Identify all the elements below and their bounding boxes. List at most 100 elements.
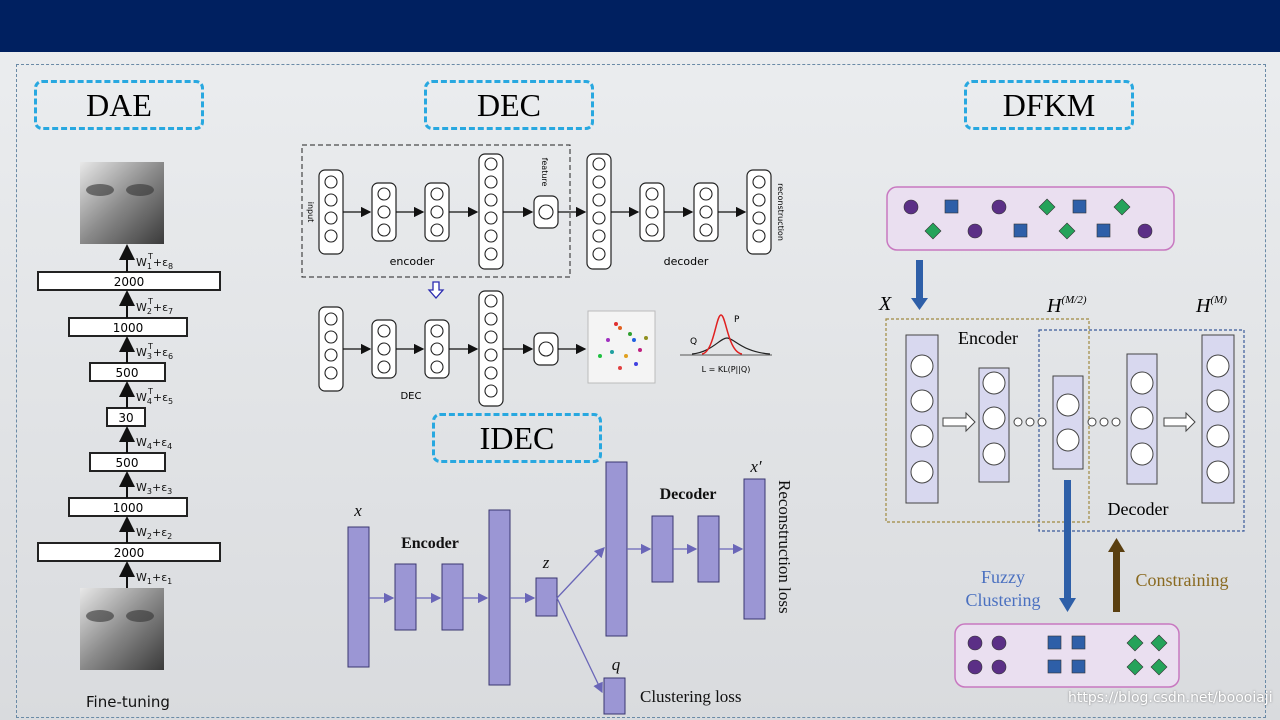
weight-sub: 4: [147, 397, 152, 406]
svg-text:W1+ε1: W1+ε1: [136, 571, 172, 586]
idec-diagram: x Encoder z Decoder x′ Reconstruction lo…: [347, 457, 794, 715]
dfkm-decoder-label: Decoder: [1108, 499, 1169, 519]
header-bar: [0, 0, 1280, 52]
dec-diagram: input feature reconstruction encoder dec…: [301, 144, 785, 407]
dfkm-clustering-label: Clustering: [966, 590, 1041, 610]
dae-layer-label: 30: [118, 411, 133, 425]
dec-feature-label: feature: [540, 158, 549, 187]
weight-eps: +ε: [153, 391, 168, 404]
weight-esub: 2: [167, 532, 172, 541]
dec-input-label: input: [306, 202, 315, 223]
q-curve: [691, 337, 771, 355]
dfkm-output-box: [954, 623, 1180, 688]
p-label: P: [734, 315, 740, 325]
dae-layer-label: 2000: [114, 275, 145, 289]
idec-decoder-label: Decoder: [660, 486, 717, 503]
weight-esub: 3: [167, 487, 172, 496]
idec-q-label: q: [612, 655, 621, 674]
weight-eps: +ε: [152, 571, 167, 584]
dae-layer-label: 500: [116, 456, 139, 470]
weight-esub: 1: [167, 577, 172, 586]
idec-reconstruction-loss: Reconstruction loss: [775, 480, 794, 614]
svg-text:H(M/2): H(M/2): [1046, 294, 1087, 317]
idec-encoder-label: Encoder: [401, 535, 459, 552]
weight-esub: 6: [168, 352, 173, 361]
dfkm-h-half-sup: (M/2): [1061, 294, 1086, 306]
dfkm-input-box: [886, 186, 1175, 251]
weight-eps: +ε: [153, 346, 168, 359]
svg-text:W4T+ε5: W4T+ε5: [136, 387, 173, 406]
idec-clustering-loss: Clustering loss: [640, 687, 742, 706]
weight-label: W: [136, 301, 147, 314]
weight-eps: +ε: [152, 436, 167, 449]
kl-loss-label: L = KL(P||Q): [702, 365, 751, 374]
idec-xprime-label: x′: [749, 457, 762, 476]
dec-title: DEC: [424, 80, 594, 130]
dec-label: DEC: [400, 391, 421, 402]
dfkm-encoder-label: Encoder: [958, 328, 1018, 348]
weight-sup: T: [147, 252, 153, 261]
weight-eps: +ε: [153, 301, 168, 314]
svg-text:H(M): H(M): [1195, 294, 1227, 317]
weight-sup: T: [147, 387, 153, 396]
weight-label: W: [136, 256, 147, 269]
dec-reconstruction-label: reconstruction: [776, 183, 785, 241]
dae-caption: Fine-tuning: [86, 693, 170, 711]
weight-eps: +ε: [152, 481, 167, 494]
svg-text:W3+ε3: W3+ε3: [136, 481, 172, 496]
weight-sub: 3: [147, 487, 152, 496]
weight-sub: 3: [147, 352, 152, 361]
dec-encoder-label: encoder: [390, 255, 435, 268]
dfkm-x-label: X: [878, 293, 892, 315]
weight-label: W: [136, 436, 147, 449]
weight-label: W: [136, 571, 147, 584]
dfkm-encoder-frame: [885, 318, 1090, 523]
idec-title: IDEC: [432, 413, 602, 463]
forward-arrow-icon: [942, 411, 976, 433]
svg-text:W1T+ε8: W1T+ε8: [136, 252, 173, 271]
weight-label: W: [136, 526, 147, 539]
dfkm-h-full-sup: (M): [1210, 294, 1227, 306]
weight-eps: +ε: [152, 526, 167, 539]
up-arrow-icon: [1108, 538, 1125, 552]
weight-eps: +ε: [153, 256, 168, 269]
svg-text:W2T+ε7: W2T+ε7: [136, 297, 173, 316]
svg-text:W3T+ε6: W3T+ε6: [136, 342, 173, 361]
watermark: https://blog.csdn.net/boooiaji: [1068, 690, 1273, 706]
forward-arrow-icon: [1163, 411, 1196, 433]
dae-diagram: 2000 1000 500 30 500 1000 2000 W1T+ε8 W2…: [37, 162, 221, 711]
weight-sub: 4: [147, 442, 152, 451]
q-label: Q: [690, 337, 697, 347]
face-image-input: [80, 588, 164, 670]
dfkm-constraining-label: Constraining: [1136, 570, 1229, 590]
cluster-scatter-image: [587, 310, 656, 384]
dec-decoder-label: decoder: [664, 255, 709, 268]
dfkm-h-half-label: H: [1046, 295, 1063, 317]
weight-sup: T: [147, 342, 153, 351]
dae-layer-label: 2000: [114, 546, 145, 560]
svg-text:W2+ε2: W2+ε2: [136, 526, 172, 541]
weight-sub: 2: [147, 532, 152, 541]
content-frame: [16, 64, 1266, 718]
dae-layer-label: 1000: [113, 501, 144, 515]
p-curve: [701, 314, 743, 355]
weight-label: W: [136, 391, 147, 404]
idec-x-label: x: [353, 501, 362, 520]
weight-esub: 7: [168, 307, 173, 316]
idec-z-label: z: [542, 553, 550, 572]
dfkm-fuzzy-label: Fuzzy: [981, 567, 1025, 587]
dae-title: DAE: [34, 80, 204, 130]
svg-text:W4+ε4: W4+ε4: [136, 436, 172, 451]
down-arrow-icon: [427, 281, 445, 299]
weight-sub: 2: [147, 307, 152, 316]
face-image-output: [80, 162, 164, 244]
dae-layer-label: 500: [116, 366, 139, 380]
down-arrow-icon: [911, 298, 928, 310]
weight-label: W: [136, 481, 147, 494]
dfkm-title: DFKM: [964, 80, 1134, 130]
weight-esub: 4: [167, 442, 172, 451]
weight-sup: T: [147, 297, 153, 306]
weight-sub: 1: [147, 262, 152, 271]
dfkm-diagram: X H(M/2) H(M) Encoder Decoder: [878, 186, 1245, 688]
